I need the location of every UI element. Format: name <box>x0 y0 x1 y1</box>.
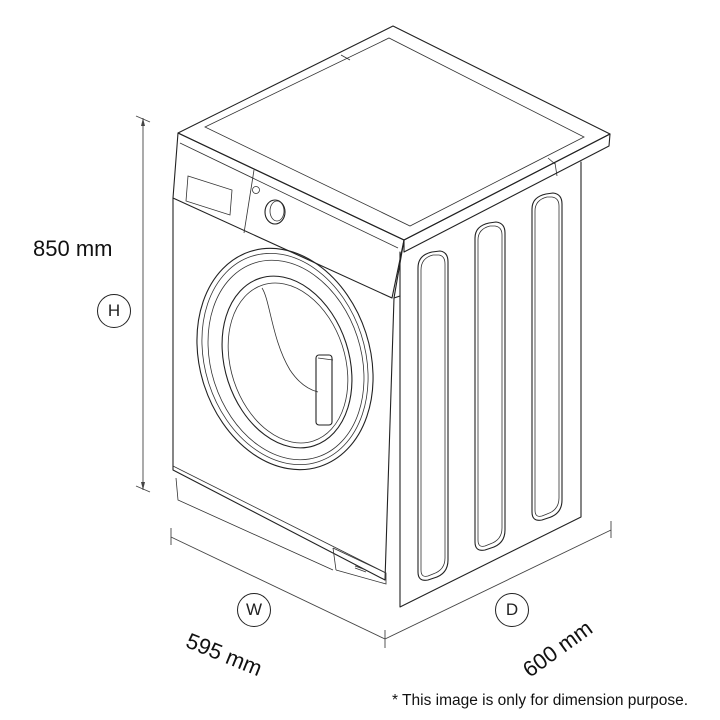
door-handle <box>315 354 333 426</box>
side-rib-1 <box>417 250 449 581</box>
side-rib-2 <box>474 221 506 551</box>
side-panel <box>393 133 611 608</box>
indicator-light-icon <box>252 186 260 194</box>
top-panel <box>177 25 611 241</box>
drum-curve <box>261 287 319 393</box>
side-rib-3 <box>531 192 563 521</box>
width-dimension-line <box>170 528 386 648</box>
depth-symbol-badge: D <box>495 593 529 627</box>
width-symbol-badge: W <box>237 593 271 627</box>
detergent-drawer <box>185 175 233 216</box>
front-body <box>172 197 405 585</box>
footnote: * This image is only for dimension purpo… <box>392 692 689 709</box>
height-symbol-badge: H <box>97 294 131 328</box>
depth-dimension-line <box>384 521 612 640</box>
height-dimension-line <box>135 115 151 493</box>
door <box>196 247 374 471</box>
control-panel <box>172 132 405 299</box>
program-knob <box>264 199 286 225</box>
height-value-label: 850 mm <box>33 236 113 261</box>
